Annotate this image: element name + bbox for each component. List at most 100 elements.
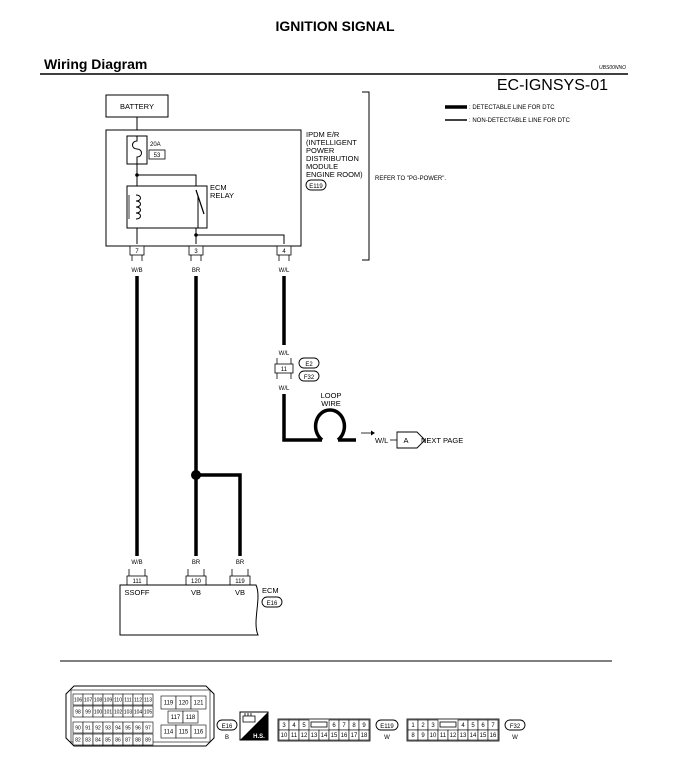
- relay-label: ECM: [210, 183, 227, 192]
- joint-connector-tag: [298, 357, 320, 369]
- pin-number: 83: [85, 737, 91, 743]
- ipdm-label-line: (INTELLIGENT: [306, 138, 357, 147]
- pin-number: 7: [342, 723, 346, 729]
- connector-outline: [277, 718, 371, 742]
- ecm-connector-color: B: [225, 735, 229, 741]
- pin-number: 86: [115, 737, 121, 743]
- ecm-relay-box: [126, 185, 208, 229]
- splice-dot: [191, 470, 201, 480]
- fuse-number: 53: [154, 153, 161, 159]
- ecm-signal: VB: [191, 588, 201, 597]
- pin-number: 18: [361, 733, 368, 739]
- terminal-number: 3: [194, 249, 198, 255]
- joint-connector-bottom: F32: [304, 375, 315, 381]
- pin-number: 11: [440, 733, 447, 739]
- wire-color-label: BR: [192, 268, 201, 274]
- page-title: IGNITION SIGNAL: [276, 18, 395, 34]
- f32-connector-id: F32: [510, 724, 521, 730]
- ipdm-internal-wire: [196, 234, 285, 244]
- ipdm-label-line: ENGINE ROOM): [306, 170, 363, 179]
- pin-number: 1: [411, 723, 415, 729]
- loop-wire-color: W/L: [375, 436, 388, 445]
- pin-number: 114: [164, 730, 174, 736]
- pin-number: 99: [85, 709, 91, 715]
- pin-number: 4: [292, 723, 296, 729]
- ecm-terminal: 119: [235, 579, 245, 585]
- terminal-number: 7: [135, 249, 139, 255]
- pin-number: 8: [411, 733, 415, 739]
- relay-label: RELAY: [210, 191, 234, 200]
- pin-number: 12: [450, 733, 457, 739]
- pin-number: 6: [332, 723, 336, 729]
- pin-number: 9: [421, 733, 425, 739]
- joint-connector-tag: [298, 370, 320, 382]
- joint-connector-top: E2: [305, 362, 313, 368]
- ecm-connector-face-id: E16: [222, 724, 233, 730]
- connector-key: [310, 721, 328, 728]
- pin-number: 92: [95, 725, 101, 731]
- relay-contact-icon: [195, 189, 205, 215]
- next-page-arrow-icon: [396, 431, 426, 449]
- joint-color-top: W/L: [279, 351, 290, 357]
- connector-pin: [487, 729, 499, 741]
- pin-number: 120: [178, 701, 189, 707]
- ipdm-label-line: IPDM E/R: [306, 130, 340, 139]
- pin-number: 13: [460, 733, 467, 739]
- hand-icon: [242, 713, 256, 723]
- wire-wl-lower: [282, 394, 322, 442]
- ecm-wire-color: BR: [236, 560, 245, 566]
- pin-number: 3: [431, 723, 435, 729]
- pin-number: 17: [351, 733, 358, 739]
- pin-number: 117: [171, 715, 181, 721]
- pin-number: 13: [311, 733, 318, 739]
- joint-terminal: 11: [281, 367, 288, 373]
- pin-number: 90: [75, 725, 81, 731]
- pin-number: 11: [291, 733, 298, 739]
- relay-coil-icon: [135, 194, 141, 220]
- legend-non-detectable-text: : NON-DETECTABLE LINE FOR DTC: [469, 118, 571, 124]
- pin-number: 113: [144, 697, 152, 703]
- e119-connector-id: E119: [380, 724, 394, 730]
- ecm-signal: VB: [235, 588, 245, 597]
- reference-code: UBS00NNO: [599, 65, 626, 71]
- pin-number: 97: [145, 725, 151, 731]
- e119-connector-color: W: [384, 735, 390, 741]
- connector-pin: [190, 695, 207, 710]
- ecm-terminal: 120: [191, 579, 202, 585]
- wire-color-label: W/L: [279, 268, 290, 274]
- pin-number: 12: [301, 733, 308, 739]
- diagram-code: EC-IGNSYS-01: [497, 77, 608, 94]
- pin-number: 106: [74, 697, 83, 703]
- pin-number: 89: [145, 737, 151, 743]
- pin-number: 98: [75, 709, 81, 715]
- fuse-number-box: [148, 149, 166, 160]
- battery-label: BATTERY: [120, 102, 154, 111]
- pin-number: 112: [134, 697, 142, 703]
- pin-number: 16: [490, 733, 497, 739]
- f32-connector-color: W: [512, 735, 518, 741]
- section-title: Wiring Diagram: [44, 56, 147, 72]
- connector-pin: [142, 721, 154, 734]
- connector-pin: [142, 705, 154, 718]
- pin-number: 94: [115, 725, 121, 731]
- pin-number: 96: [135, 725, 141, 731]
- pin-number: 16: [341, 733, 348, 739]
- connector-pin: [142, 733, 154, 746]
- f32-connector-tag: [504, 719, 526, 731]
- pin-number: 110: [114, 697, 122, 703]
- ecm-wire-color: BR: [192, 560, 201, 566]
- pin-number: 14: [321, 733, 328, 739]
- pin-number: 15: [480, 733, 487, 739]
- pin-number: 87: [125, 737, 131, 743]
- ecm-label: ECM: [262, 586, 279, 595]
- pin-number: 116: [194, 730, 204, 736]
- connector-pin: [182, 710, 199, 724]
- power-bracket: [362, 91, 370, 261]
- pin-number: 3: [282, 723, 286, 729]
- pin-number: 102: [114, 709, 123, 715]
- pin-number: 10: [281, 733, 288, 739]
